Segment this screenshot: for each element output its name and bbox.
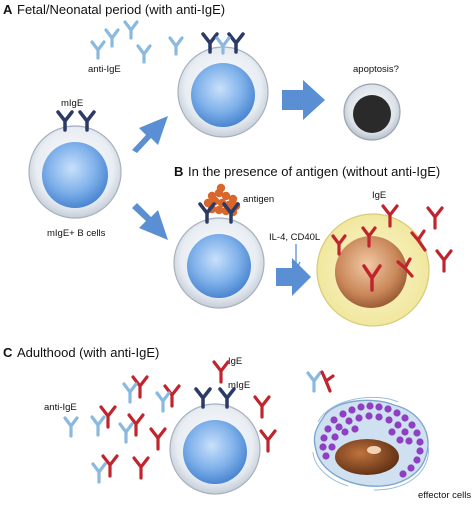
nucleus [183,420,247,484]
soluble-ige [131,375,149,399]
free-ige-group [381,204,453,273]
b-cell-adult [169,387,261,495]
free-ige [381,204,399,228]
soluble-ige [253,395,271,419]
membrane-ige [201,32,219,54]
soluble-ige-near-label [212,360,230,384]
panel-a: A Fetal/Neonatal period (with anti-IgE) … [3,2,401,240]
anti-ige-antibody [136,44,152,64]
anti-ige-antibody [63,416,79,438]
soluble-ige [132,456,150,480]
free-ige [435,249,453,273]
membrane-ige [78,110,96,132]
condensed-nucleus [353,95,391,133]
membrane-ige [194,387,212,409]
panel-c: C Adulthood (with anti-IgE) IgE mIgE [3,345,471,501]
b-cell-antigen-bound [173,202,265,309]
anti-ige-antibody [104,28,120,48]
anti-ige-antibody [91,462,107,484]
panel-c-letter: C [3,345,13,360]
soluble-ige [163,384,181,408]
effector-cells-label: effector cells [418,490,471,501]
secreted-ige [396,257,414,278]
anti-ige-antibody [90,415,106,437]
arrow-to-apoptosis [282,80,325,120]
panel-c-title: Adulthood (with anti-IgE) [17,345,159,360]
free-anti-ige-group [90,20,184,64]
b-cells-label: mIgE+ B cells [47,228,106,239]
apoptotic-cell [343,83,401,141]
granules [319,402,424,478]
secreted-ige [331,234,347,256]
b-cell-crosslinked [177,32,269,138]
apoptosis-label: apoptosis? [353,64,399,75]
secreted-ige [361,226,377,248]
anti-ige-antibody [215,36,231,55]
nucleus [191,63,255,127]
effector-cell [312,396,429,491]
soluble-ige [259,429,277,453]
cytokine-label: IL-4, CD40L [269,232,320,243]
mige-b-cell [28,110,122,219]
panel-a-title: Fetal/Neonatal period (with anti-IgE) [17,2,225,17]
anti-ige-antibody [122,382,138,404]
nucleus-highlight [367,446,381,454]
arrow-to-plasma-cell [276,258,311,296]
soluble-ige [149,427,167,451]
panel-c-anti-ige-label: anti-IgE [44,402,77,413]
free-ige [426,206,444,230]
membrane-ige [218,387,236,409]
panel-a-letter: A [3,2,13,17]
anti-ige-antibody [123,20,139,40]
ige-label: IgE [372,190,386,201]
secreted-ige [362,264,382,292]
nucleus [42,142,108,208]
immune-complex-group [63,375,277,484]
panel-c-mige-label: mIgE [228,380,250,391]
arrow-down-to-panel-b [132,203,168,240]
soluble-ige [127,413,145,437]
free-ige [410,229,427,252]
membrane-ige [56,110,74,132]
effector-membrane-edge [312,396,429,491]
soluble-ige [320,370,335,393]
plasma-cell [316,213,430,327]
anti-ige-antibody [118,422,134,444]
arrow-up-to-panel-a [132,116,168,153]
panel-c-ige-label: IgE [228,356,242,367]
panel-b: B In the presence of antigen (without an… [173,164,453,327]
anti-ige-label: anti-IgE [88,64,121,75]
mige-label: mIgE [61,98,83,109]
effector-nucleus [335,439,399,475]
membrane-ige [198,202,216,224]
nucleus [187,234,251,298]
panel-b-letter: B [174,164,183,179]
anti-ige-antibody [306,371,322,393]
anti-ige-antibody [90,40,106,60]
antigen-cluster [203,183,241,217]
soluble-ige [101,454,119,478]
membrane-ige [227,32,245,54]
membrane-ige [222,202,240,224]
soluble-ige [99,405,117,429]
anti-ige-antibody [168,36,184,56]
antigen-label: antigen [243,194,274,205]
plasma-cell-nucleus [335,236,407,308]
anti-ige-antibody [155,391,171,413]
panel-b-title: In the presence of antigen (without anti… [188,164,440,179]
